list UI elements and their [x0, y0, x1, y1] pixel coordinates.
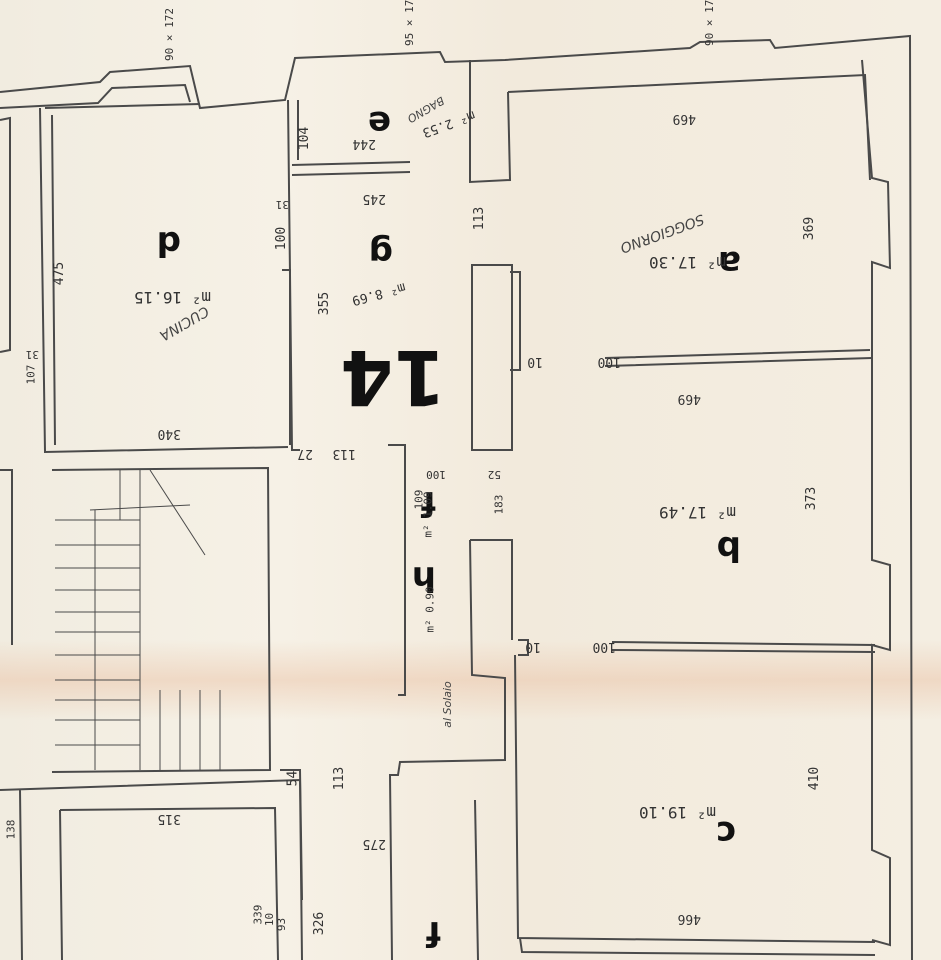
dim-e-depth: 104 [296, 126, 312, 151]
dim-left-107: 107 [24, 364, 38, 385]
room-letter-g: g [368, 233, 393, 273]
dim-wall-10-a: 10 [527, 354, 543, 369]
paper-fold-stain [0, 640, 941, 720]
dim-left-138: 138 [4, 819, 18, 840]
dim-g-depth: 355 [316, 291, 332, 316]
dim-corr-31: 31 [275, 198, 289, 211]
room-area-h: m² 0.90 [423, 586, 437, 633]
window-label-3: 90 × 172 [703, 0, 717, 46]
dim-d-depth: 475 [51, 261, 67, 286]
stair-note: al Solaio [441, 681, 455, 728]
room-area-c: m² 19.10 [638, 803, 716, 822]
dim-g-width: 245 [362, 191, 386, 206]
dim-d-width: 340 [157, 426, 181, 441]
dim-lower-315: 315 [157, 811, 181, 826]
dim-lower-93: 93 [274, 917, 288, 932]
room-name-a: SOGGIORNO [617, 210, 707, 256]
window-label-1: 90 × 172 [163, 8, 177, 61]
dim-b-width: 469 [677, 391, 701, 406]
dim-wall-100-a: 100 [597, 354, 621, 369]
room-letter-f-lower: f [426, 913, 441, 953]
room-area-a: m² 17.30 [648, 253, 726, 272]
unit-number: 14 [340, 333, 446, 422]
dim-wall-10-b: 10 [525, 639, 541, 654]
dim-lower-54: 54 [285, 770, 301, 787]
dim-corr-113-top: 113 [471, 206, 487, 231]
room-letter-e: e [367, 103, 391, 143]
dim-lower-275: 275 [362, 836, 386, 851]
dim-wall-100-b: 100 [592, 639, 616, 654]
dim-f-100: 100 [426, 468, 446, 481]
room-letter-b: b [716, 528, 741, 568]
dim-lower-326: 326 [311, 911, 327, 936]
dim-e-width: 244 [352, 136, 376, 151]
dim-a-depth: 369 [801, 216, 817, 241]
dim-lower-10: 10 [262, 912, 276, 927]
dim-corr-113-mid: 113 [332, 446, 356, 461]
dim-b-depth: 373 [803, 486, 819, 511]
dim-f-183: 183 [492, 494, 506, 515]
room-letter-d: d [156, 223, 181, 263]
dim-corr-100: 100 [273, 226, 289, 251]
dim-left-31: 31 [25, 348, 39, 361]
window-label-2: 95 × 172 [403, 0, 417, 46]
dim-a-width: 469 [672, 111, 696, 126]
dim-c-depth: 410 [806, 766, 822, 791]
room-area-b: m² 17.49 [658, 503, 736, 522]
room-letter-c: c [715, 813, 736, 853]
dim-corr-27: 27 [297, 446, 313, 461]
room-area-g: m² 8.69 [350, 279, 408, 308]
room-name-d: CUCINA [156, 302, 212, 344]
dim-lower-113: 113 [331, 766, 347, 791]
dim-c-width: 466 [677, 911, 701, 926]
dim-f-109: 109 [412, 489, 426, 510]
dim-f-52: 52 [487, 468, 501, 481]
room-area-d: m² 16.15 [133, 288, 211, 307]
